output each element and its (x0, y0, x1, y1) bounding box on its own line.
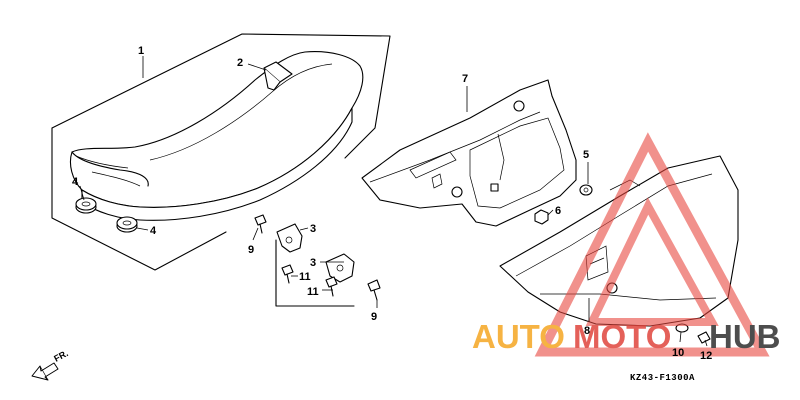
callout-10: 10 (672, 347, 684, 359)
callout-4-upper: 4 (72, 176, 79, 188)
bolt-drawing (254, 214, 381, 301)
bracket-group-frame (275, 239, 355, 307)
callout-5: 5 (583, 149, 589, 161)
callout-4-lower: 4 (150, 225, 157, 237)
callout-9-left: 9 (248, 244, 254, 256)
seat-assembly-frame (51, 33, 391, 271)
watermark-auto: AUTO (472, 318, 565, 355)
direction-label: FR. (52, 348, 69, 364)
callout-1: 1 (138, 45, 144, 57)
grommet-drawing (75, 197, 138, 233)
callout-2: 2 (237, 57, 243, 69)
leader-lines (79, 56, 708, 347)
diagram-code: KZ43-F1300A (630, 373, 695, 383)
seat-bracket-drawing (276, 223, 355, 283)
nut-drawing (534, 209, 549, 225)
watermark-moto: MOTO (573, 318, 671, 355)
callout-12: 12 (700, 350, 712, 362)
callout-3-upper: 3 (310, 223, 316, 235)
front-direction-arrow: FR. (31, 348, 70, 381)
seat-drawing (69, 51, 364, 221)
seat-strap-drawing (263, 61, 293, 91)
callout-9-right: 9 (371, 311, 377, 323)
watermark-logo: AUTO MOTO HUB (472, 132, 781, 357)
callout-6: 6 (555, 205, 561, 217)
callout-3-lower: 3 (310, 257, 316, 269)
callout-7: 7 (462, 73, 468, 85)
callout-11-upper: 11 (299, 271, 311, 283)
callout-8: 8 (584, 325, 590, 337)
callout-numbers: 1 2 4 4 3 3 9 11 11 9 7 5 6 8 10 12 (72, 45, 712, 362)
collar-drawing (579, 184, 593, 196)
watermark-hub: HUB (709, 318, 781, 355)
side-cover-bracket-drawing (361, 79, 577, 227)
callout-11-lower: 11 (307, 286, 319, 298)
